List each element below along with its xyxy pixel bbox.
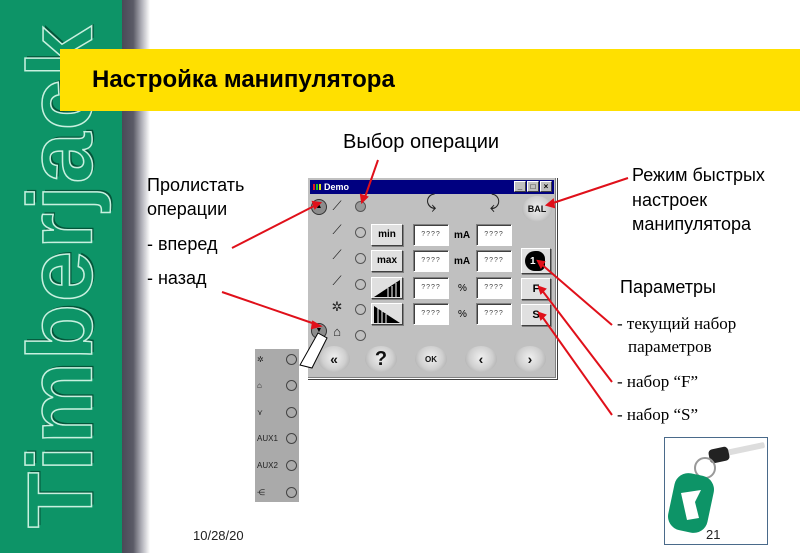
label-scroll-line2: операции <box>147 199 228 219</box>
op-list-radio[interactable] <box>286 486 297 498</box>
demo-window: Demo _ □ × ▲ ▼ ⟋ ⟋ ⟋ ⟋ ✲ ⌂ ⤹ ⤸ BAL min ?… <box>307 177 557 379</box>
aux2-label: AUX2 <box>257 460 278 470</box>
slide-title: Настройка манипулятора <box>92 66 395 93</box>
help-button[interactable]: ? <box>365 346 397 372</box>
key-fob-icon <box>668 442 765 533</box>
label-params-set-s: - набор “S” <box>617 405 698 424</box>
slide-date: 10/28/20 <box>193 528 244 543</box>
op-list-radio[interactable] <box>286 432 297 444</box>
ramp-down-button[interactable] <box>371 303 403 325</box>
minimize-button[interactable]: _ <box>514 181 526 192</box>
grapple-icon: ⌂ <box>257 380 262 390</box>
current-set-number: 1 <box>530 256 536 267</box>
param-set-s-button[interactable]: S <box>521 304 551 326</box>
op-list-radio[interactable] <box>286 353 297 365</box>
ramp-up-value-2[interactable]: ???? <box>476 277 512 299</box>
close-button[interactable]: × <box>540 181 552 192</box>
extension-icon: ⋲ <box>257 487 265 497</box>
first-button[interactable]: « <box>318 346 350 372</box>
max-value-1[interactable]: ???? <box>413 250 449 272</box>
key-fob-image <box>664 437 768 545</box>
op-radio-4[interactable] <box>355 279 366 290</box>
previous-button[interactable]: ‹ <box>465 346 497 372</box>
op-list-radio[interactable] <box>286 459 297 471</box>
ramp-down-unit: % <box>458 309 467 320</box>
scroll-up-button[interactable]: ▲ <box>311 199 327 215</box>
label-quick-mode-2: настроек <box>632 190 708 210</box>
bal-label: BAL <box>527 204 547 214</box>
label-params-set-f: - набор “F” <box>617 372 698 391</box>
app-logo-icon <box>313 184 322 190</box>
ramp-up-value-1[interactable]: ???? <box>413 277 449 299</box>
aux1-label: AUX1 <box>257 433 278 443</box>
op-radio-1[interactable] <box>355 201 366 212</box>
ramp-up-button[interactable] <box>371 277 403 299</box>
label-scroll-forward: - вперед <box>147 234 218 254</box>
label-select-operation: Выбор операции <box>343 131 500 153</box>
op-radio-6[interactable] <box>355 330 366 341</box>
ramp-down-value-1[interactable]: ???? <box>413 303 449 325</box>
op-list-radio[interactable] <box>286 379 297 391</box>
op-list-item[interactable]: AUX1 <box>257 431 297 445</box>
operation-list: ✲ ⌂ ⋎ AUX1 AUX2 ⋲ <box>255 349 299 502</box>
op-list-item[interactable]: ⌂ <box>257 378 297 392</box>
rotator-icon: ✲ <box>257 354 264 364</box>
saw-icon: ⋎ <box>257 407 263 417</box>
op-list-item[interactable]: ✲ <box>257 352 297 366</box>
max-button[interactable]: max <box>371 250 403 272</box>
ok-button[interactable]: OK <box>415 346 447 372</box>
crane-op-6-icon: ⌂ <box>333 324 341 339</box>
boom-rotate-right-icon: ⤸ <box>489 192 501 212</box>
page-number: 21 <box>706 527 721 542</box>
param-set-f-button[interactable]: F <box>521 278 551 300</box>
ramp-up-unit: % <box>458 283 467 294</box>
min-button[interactable]: min <box>371 224 403 246</box>
ramp-down-value-2[interactable]: ???? <box>476 303 512 325</box>
crane-op-5-icon: ✲ <box>331 299 343 314</box>
op-list-item[interactable]: AUX2 <box>257 458 297 472</box>
current-param-set-button[interactable]: 1 <box>521 248 551 274</box>
window-title: Demo <box>324 182 350 192</box>
label-quick-mode-3: манипулятора <box>632 214 752 234</box>
op-list-item[interactable]: ⋎ <box>257 405 297 419</box>
op-radio-2[interactable] <box>355 227 366 238</box>
min-value-1[interactable]: ???? <box>413 224 449 246</box>
min-unit: mA <box>454 230 471 241</box>
label-params-current-2: параметров <box>628 337 712 356</box>
op-list-radio[interactable] <box>286 406 297 418</box>
next-button[interactable]: › <box>514 346 546 372</box>
min-value-2[interactable]: ???? <box>476 224 512 246</box>
op-radio-5[interactable] <box>355 304 366 315</box>
label-params-title: Параметры <box>620 277 716 297</box>
crane-op-1-icon: ⟋ <box>332 198 342 213</box>
max-unit: mA <box>454 256 471 267</box>
bal-button[interactable]: BAL <box>522 196 552 222</box>
ramp-down-icon <box>374 306 400 323</box>
op-radio-3[interactable] <box>355 253 366 264</box>
label-scroll-line1: Пролистать <box>147 175 245 195</box>
label-params-current-1: - текущий набор <box>617 314 737 333</box>
crane-op-3-icon: ⟋ <box>332 247 342 262</box>
label-scroll-back: - назад <box>147 268 207 288</box>
boom-rotate-left-icon: ⤹ <box>425 192 437 212</box>
max-value-2[interactable]: ???? <box>476 250 512 272</box>
ramp-up-icon <box>374 280 400 297</box>
op-list-item[interactable]: ⋲ <box>257 485 297 499</box>
crane-op-2-icon: ⟋ <box>332 222 342 237</box>
scroll-down-button[interactable]: ▼ <box>311 323 327 339</box>
maximize-button[interactable]: □ <box>527 181 539 192</box>
title-bar <box>60 49 800 111</box>
crane-op-4-icon: ⟋ <box>332 273 342 288</box>
label-quick-mode-1: Режим быстрых <box>632 165 765 185</box>
